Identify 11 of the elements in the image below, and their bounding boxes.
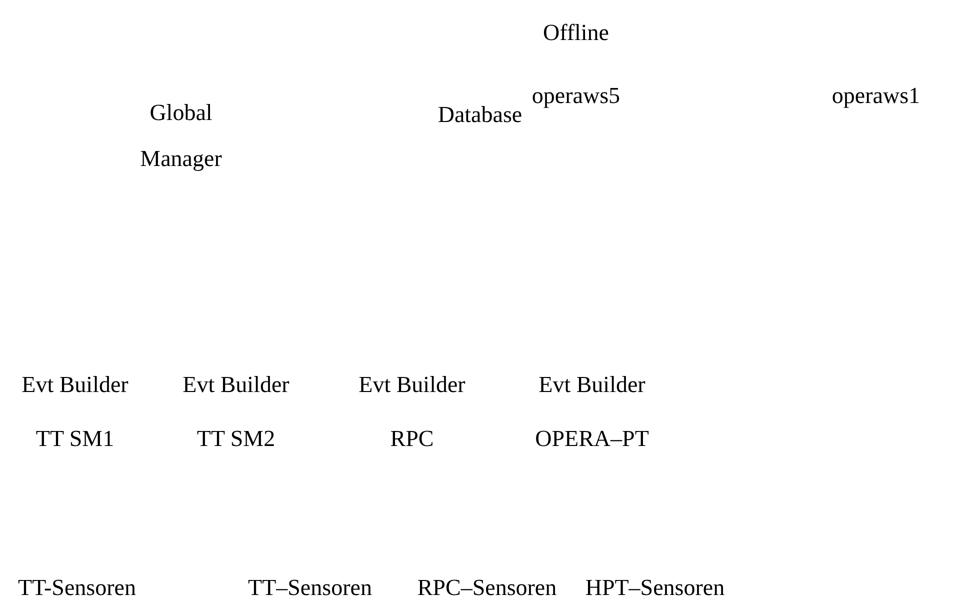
label-text: Offline <box>542 19 610 47</box>
label-text: TT-Sensoren <box>17 574 137 602</box>
label-text: Evt Builder RPC <box>358 371 466 453</box>
label-text: HPT–Sensoren <box>584 574 726 602</box>
label-text: Evt Builder TT SM2 <box>182 371 290 453</box>
label-text: RPC–Sensoren <box>416 574 558 602</box>
label-text: operaws1 <box>830 82 922 110</box>
label-text: Evt Builder OPERA–PT <box>534 371 650 453</box>
label-text: Global Manager <box>139 99 223 173</box>
label-text: TT–Sensoren <box>247 574 373 602</box>
label-text: Evt Builder TT SM1 <box>20 371 130 453</box>
